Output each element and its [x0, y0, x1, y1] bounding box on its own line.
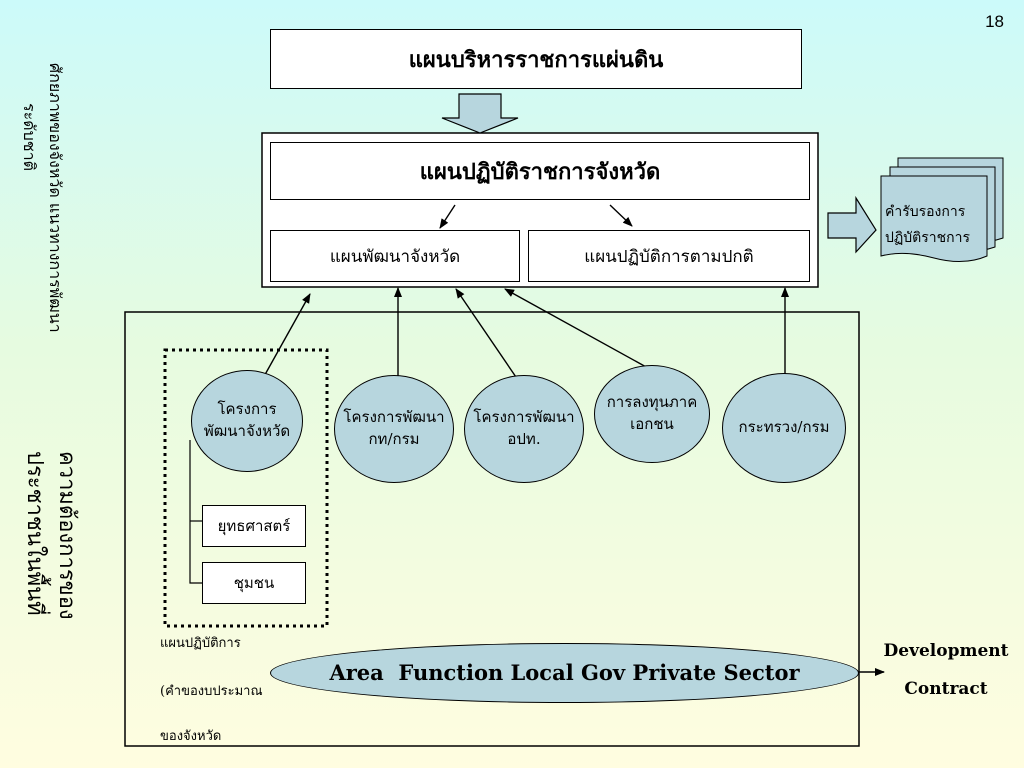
private-investment-ellipse: การลงทุนภาค เอกชน [594, 365, 710, 463]
ministry-dept-label: กระทรวง/กรม [738, 418, 830, 437]
down-block-arrow [441, 93, 519, 134]
provincial-projects-dotted-frame [163, 348, 329, 628]
strategy-box: ยุทธศาสตร์ [202, 505, 306, 547]
certification-line1: คำรับรองการ [885, 204, 966, 220]
slide-number: 18 [985, 12, 1004, 31]
right-block-arrow [827, 195, 877, 254]
routine-plan-box: แผนปฏิบัติการตามปกติ [528, 230, 810, 282]
development-contract: Development Contract [880, 632, 1012, 708]
project-ministry-ellipse: โครงการพัฒนา กท/กรม [334, 375, 454, 483]
area-function-ellipse: Area Function Local Gov Private Sector [270, 643, 859, 703]
certification-line2: ปฏิบัติราชการ [885, 230, 971, 246]
project-province-line2: พัฒนาจังหวัด [203, 422, 291, 440]
community-label: ชุมชน [233, 574, 275, 592]
budget-note-line3: ของจังหวัด [160, 729, 222, 744]
project-ministry-line1: โครงการพัฒนา [343, 408, 445, 427]
project-ministry-line2: กท/กรม [368, 430, 420, 448]
development-plan-box: แผนพัฒนาจังหวัด [270, 230, 520, 282]
arrow-private-investment [504, 288, 649, 369]
project-province-line1: โครงการ [217, 400, 277, 419]
certification-document-icon [880, 157, 1004, 262]
routine-plan-label: แผนปฏิบัติการตามปกติ [584, 246, 754, 267]
development-contract-line1: Development [883, 641, 1009, 661]
development-plan-label: แผนพัฒนาจังหวัด [329, 246, 461, 267]
national-plan-label: แผนบริหารราชการแผ่นดิน [408, 46, 664, 73]
arrow-to-development-plan [439, 204, 456, 229]
provincial-plan-title-box: แผนปฏิบัติราชการจังหวัด [270, 142, 810, 200]
local-needs-frame [124, 311, 860, 747]
project-local-gov-ellipse: โครงการพัฒนา อปท. [464, 375, 584, 483]
arrow-local-gov-project [455, 288, 519, 381]
certification-text: คำรับรองการ ปฏิบัติราชการ [885, 199, 970, 251]
budget-note-line2: (คำของบประมาณ [160, 684, 263, 699]
area-function-label: Area Function Local Gov Private Sector [329, 659, 800, 685]
project-local-gov-line1: โครงการพัฒนา [473, 408, 575, 427]
community-box: ชุมชน [202, 562, 306, 604]
arrow-province-project [261, 293, 311, 381]
provincial-plan-title: แผนปฏิบัติราชการจังหวัด [419, 158, 661, 185]
budget-note-line1: แผนปฏิบัติการ [160, 636, 241, 651]
arrow-to-routine-plan [609, 204, 633, 227]
project-local-gov-line2: อปท. [507, 430, 541, 448]
ministry-dept-ellipse: กระทรวง/กรม [722, 373, 846, 483]
tree-connector [189, 440, 202, 584]
private-investment-line1: การลงทุนภาค [606, 393, 698, 412]
national-plan-box: แผนบริหารราชการแผ่นดิน [270, 29, 802, 89]
strategy-label: ยุทธศาสตร์ [217, 517, 291, 535]
project-province-ellipse: โครงการ พัฒนาจังหวัด [191, 370, 303, 472]
private-investment-line2: เอกชน [630, 415, 674, 433]
development-contract-line2: Contract [904, 679, 988, 699]
